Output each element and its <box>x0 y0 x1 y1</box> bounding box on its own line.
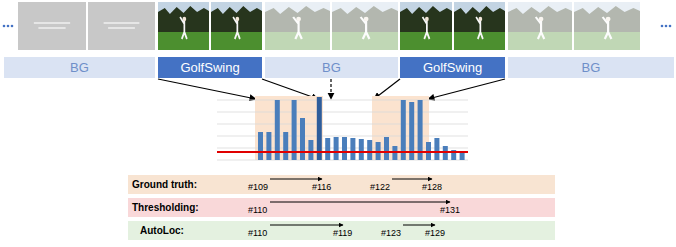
frame-number: #129 <box>425 228 445 239</box>
frame-number: #116 <box>312 182 331 193</box>
segment-label: BG <box>70 60 89 75</box>
segment-band: BG <box>4 57 155 78</box>
frame-number: #128 <box>422 182 442 193</box>
threshold-line <box>217 151 468 153</box>
segment-label: GolfSwing <box>180 60 239 75</box>
row-label: AutoLoc: <box>140 224 184 237</box>
frame-number: #110 <box>248 228 267 239</box>
segment-label: GolfSwing <box>423 60 482 75</box>
segment-band: GolfSwing <box>158 57 262 78</box>
segment-band: BG <box>508 57 674 78</box>
mapping-arrows <box>158 79 505 99</box>
frame-number: #122 <box>370 182 390 193</box>
frame-number: #131 <box>440 205 460 216</box>
segment-label: BG <box>582 60 601 75</box>
result-row: Ground truth: #109 #116 #122 #128 <box>128 175 555 194</box>
frame-number: #119 <box>333 228 352 239</box>
row-bands <box>128 175 555 240</box>
frame-number: #109 <box>248 182 268 193</box>
score-chart <box>217 96 468 160</box>
segment-band: GolfSwing <box>400 57 505 78</box>
interval-arrows <box>270 179 450 225</box>
frame-number: #123 <box>381 228 401 239</box>
segment-band: BG <box>265 57 398 78</box>
result-row: AutoLoc: #110 #119 #123 #129 <box>128 221 555 240</box>
segment-label: BG <box>322 60 341 75</box>
video-frames <box>18 2 640 50</box>
frame-number: #110 <box>248 205 267 216</box>
row-label: Thresholding: <box>132 201 199 214</box>
result-row: Thresholding: #110 #131 <box>128 198 555 217</box>
row-label: Ground truth: <box>132 178 197 191</box>
